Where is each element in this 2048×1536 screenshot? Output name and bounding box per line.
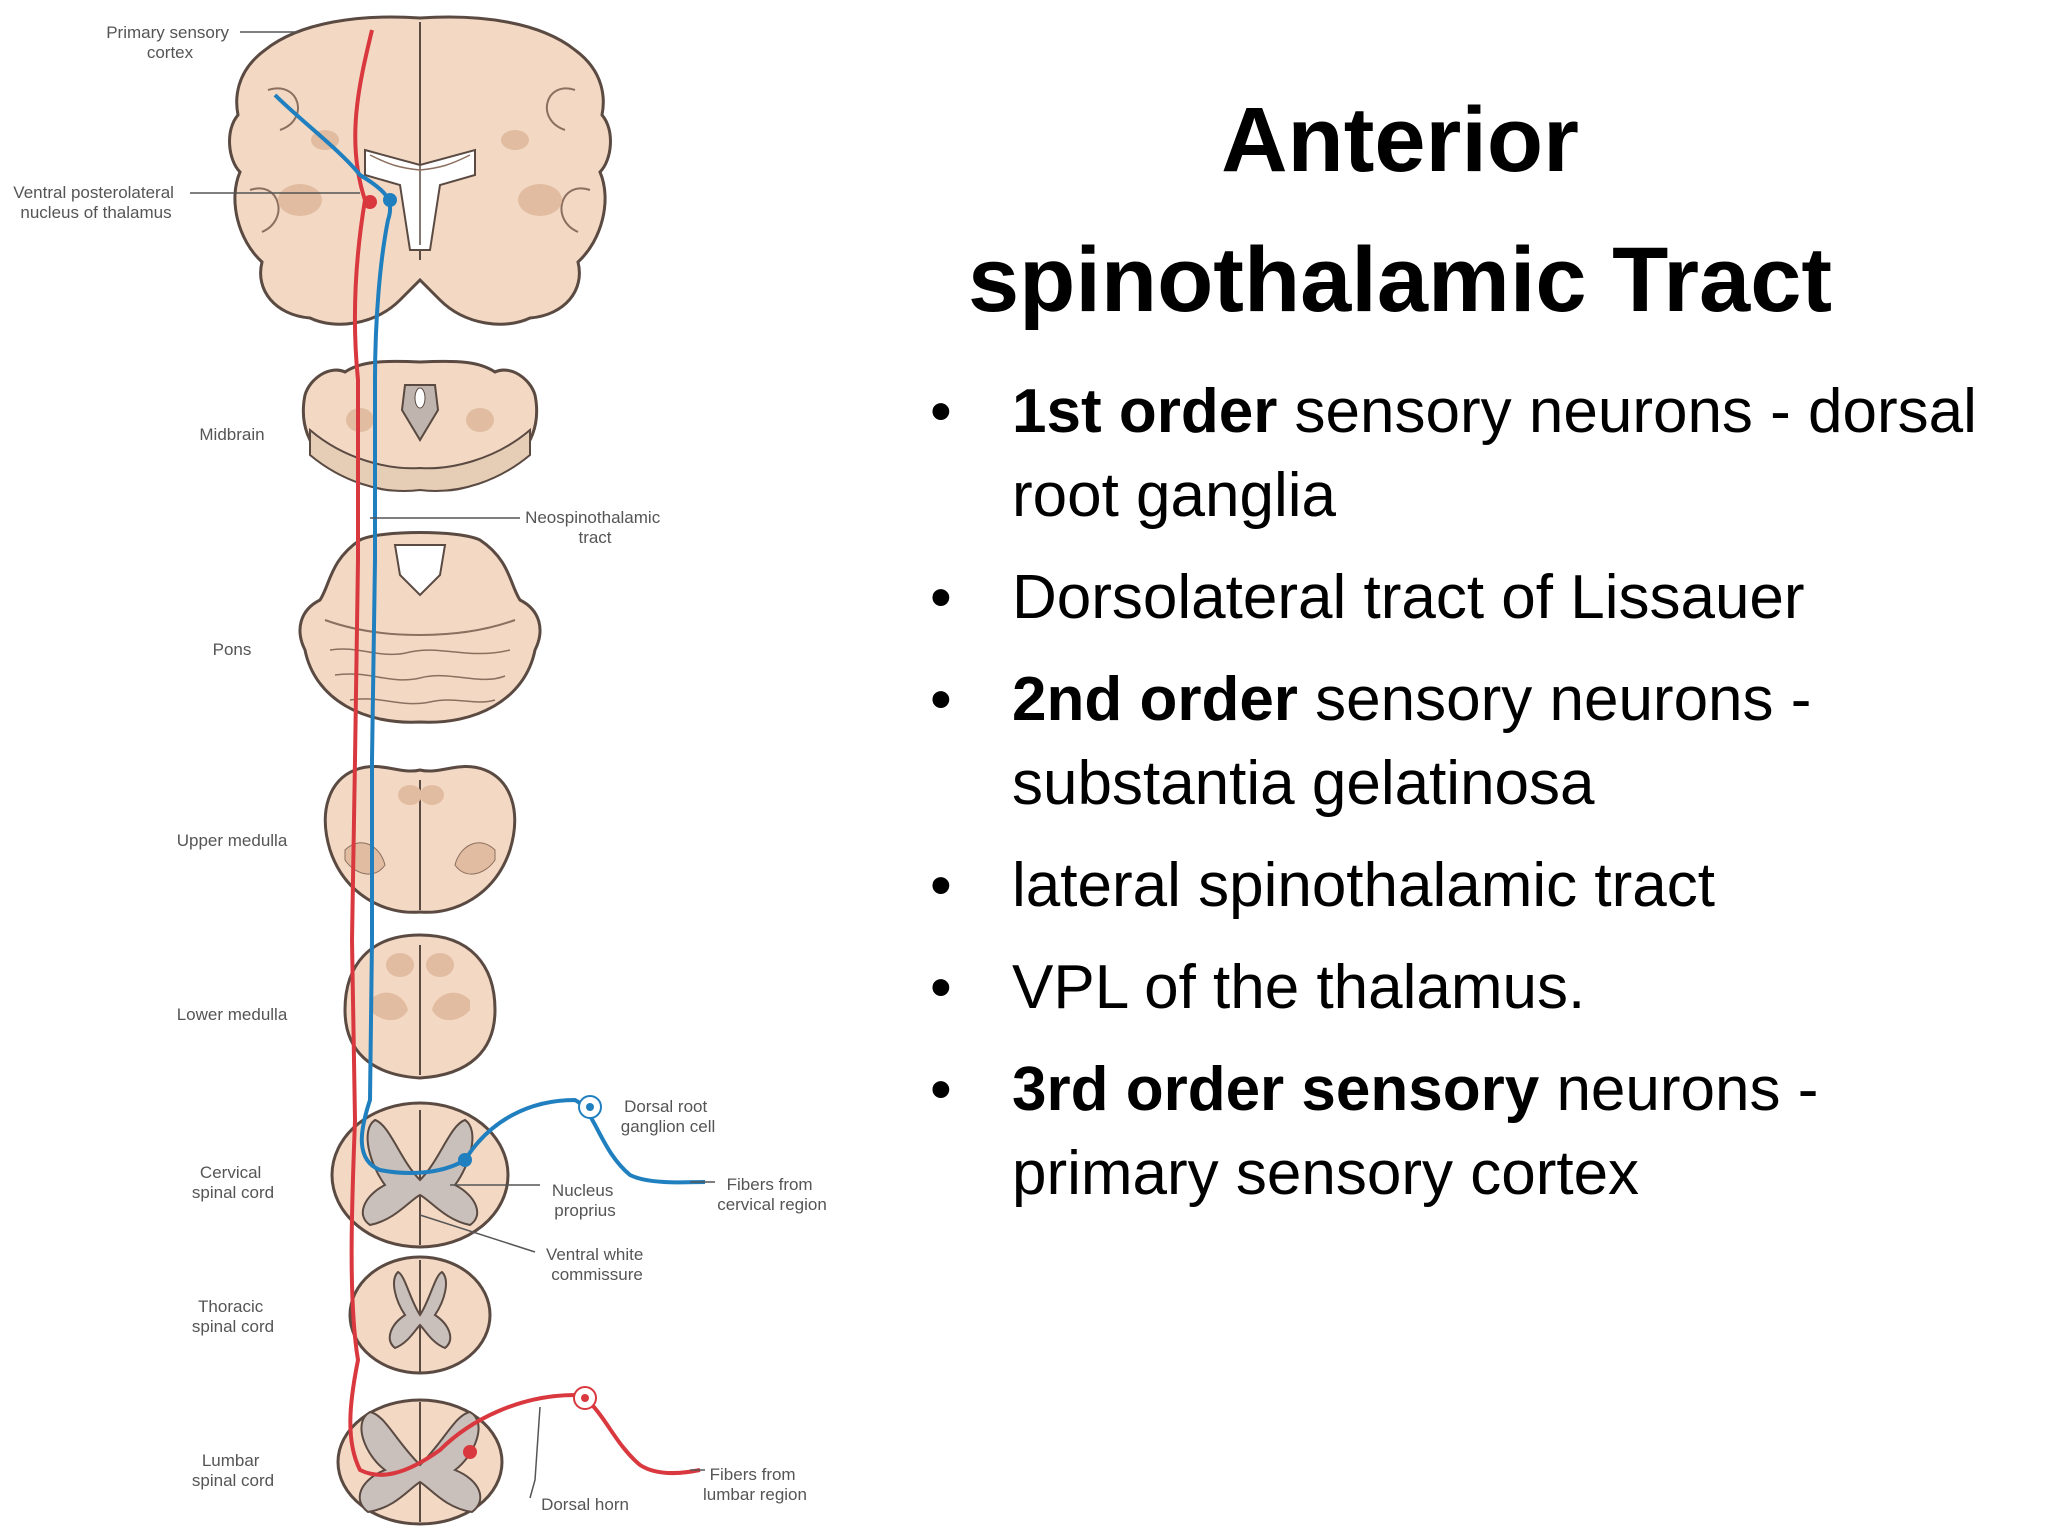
label-lower-medulla: Lower medulla [177,1005,288,1024]
vpl-red-neuron [363,195,377,209]
dorsal-root-ganglion-icon [579,1096,601,1118]
bullet-bold-text: 1st order [1012,377,1277,446]
label-fibers-cervical: Fibers from cervical region [717,1175,827,1214]
label-dorsal-root-ganglion: Dorsal root ganglion cell [621,1097,716,1136]
bullet-bold-text: 2nd order [1012,665,1298,734]
bullet-dot-icon: • [930,946,952,1030]
bullet-dot-icon: • [930,844,952,928]
cervical-neuron [458,1153,472,1167]
spinothalamic-diagram: Primary sensory cortex Ventral posterola… [0,0,870,1536]
midbrain-section [303,361,536,491]
lumbar-neuron [463,1445,477,1459]
bullet-list: • 1st order sensory neurons - dorsal roo… [930,370,2030,1234]
label-neospinothalamic-tract: Neospinothalamic tract [525,508,665,547]
bullet-bold-text: 3rd order sensory [1012,1055,1539,1124]
bullet-item-lissauer: • Dorsolateral tract of Lissauer [930,556,2030,640]
bullet-item-lateral-tract: • lateral spinothalamic tract [930,844,2030,928]
label-midbrain: Midbrain [199,425,264,444]
vpl-blue-neuron [383,193,397,207]
cervical-cord-section [332,1103,508,1247]
bullet-item-3rd-order: • 3rd order sensory neurons - primary se… [930,1048,2030,1216]
bullet-item-vpl: • VPL of the thalamus. [930,946,2030,1030]
label-dorsal-horn: Dorsal horn [541,1495,629,1514]
label-nucleus-proprius: Nucleus proprius [552,1181,618,1220]
bullet-dot-icon: • [930,1048,952,1132]
brain-coronal-section [230,17,611,324]
bullet-item-2nd-order: • 2nd order sensory neurons - substantia… [930,658,2030,826]
lower-medulla-section [345,935,495,1078]
lumbar-ganglion-icon [574,1387,596,1409]
label-pons: Pons [213,640,252,659]
label-primary-sensory-cortex: Primary sensory cortex [106,23,234,62]
label-ventral-white-commissure: Ventral white commissure [546,1245,648,1284]
thoracic-cord-section [350,1257,490,1373]
bullet-text: lateral spinothalamic tract [1012,851,1715,920]
bullet-dot-icon: • [930,556,952,640]
bullet-dot-icon: • [930,658,952,742]
bullet-text: Dorsolateral tract of Lissauer [1012,563,1805,632]
bullet-item-1st-order: • 1st order sensory neurons - dorsal roo… [930,370,2030,538]
label-upper-medulla: Upper medulla [177,831,288,850]
label-thoracic-cord: Thoracic spinal cord [192,1297,274,1336]
label-fibers-lumbar: Fibers from lumbar region [703,1465,807,1504]
title-line-1: Anterior [900,70,1900,210]
bullet-dot-icon: • [930,370,952,454]
label-vpl-nucleus: Ventral posterolateral nucleus of thalam… [13,183,178,222]
bullet-text: VPL of the thalamus. [1012,953,1585,1022]
title-line-2: spinothalamic Tract [900,210,1900,350]
label-lumbar-cord: Lumbar spinal cord [192,1451,274,1490]
pons-section [300,533,540,723]
slide-title: Anterior spinothalamic Tract [900,70,1900,350]
label-cervical-cord: Cervical spinal cord [192,1163,274,1202]
